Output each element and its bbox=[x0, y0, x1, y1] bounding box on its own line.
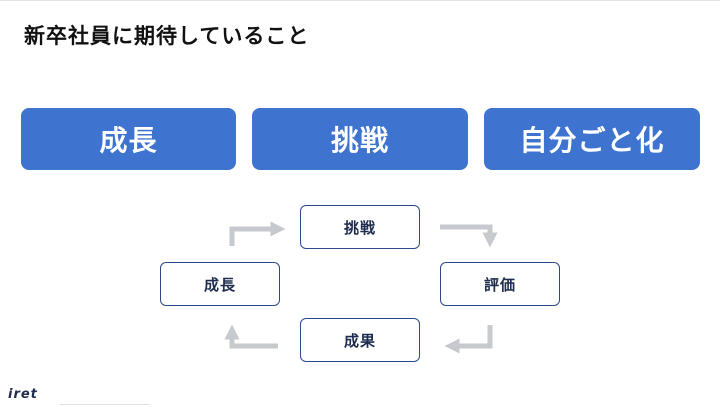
pillar-growth: 成長 bbox=[21, 108, 236, 170]
cycle-node-result: 成果 bbox=[300, 318, 420, 362]
arrow-right-to-bottom-icon bbox=[444, 325, 493, 354]
arrow-left-to-top-icon bbox=[229, 221, 286, 246]
pillar-challenge: 挑戦 bbox=[252, 108, 468, 170]
cycle-node-growth: 成長 bbox=[160, 262, 280, 306]
top-divider bbox=[0, 0, 720, 1]
bottom-divider bbox=[60, 404, 150, 405]
slide-title: 新卒社員に期待していること bbox=[24, 24, 310, 48]
cycle-node-challenge: 挑戦 bbox=[300, 205, 420, 249]
arrow-bottom-to-left-icon bbox=[224, 324, 278, 349]
pillar-ownership: 自分ごと化 bbox=[484, 108, 700, 170]
company-logo: iret bbox=[8, 387, 38, 402]
arrow-top-to-right-icon bbox=[440, 224, 498, 248]
cycle-node-evaluation: 評価 bbox=[440, 262, 560, 306]
